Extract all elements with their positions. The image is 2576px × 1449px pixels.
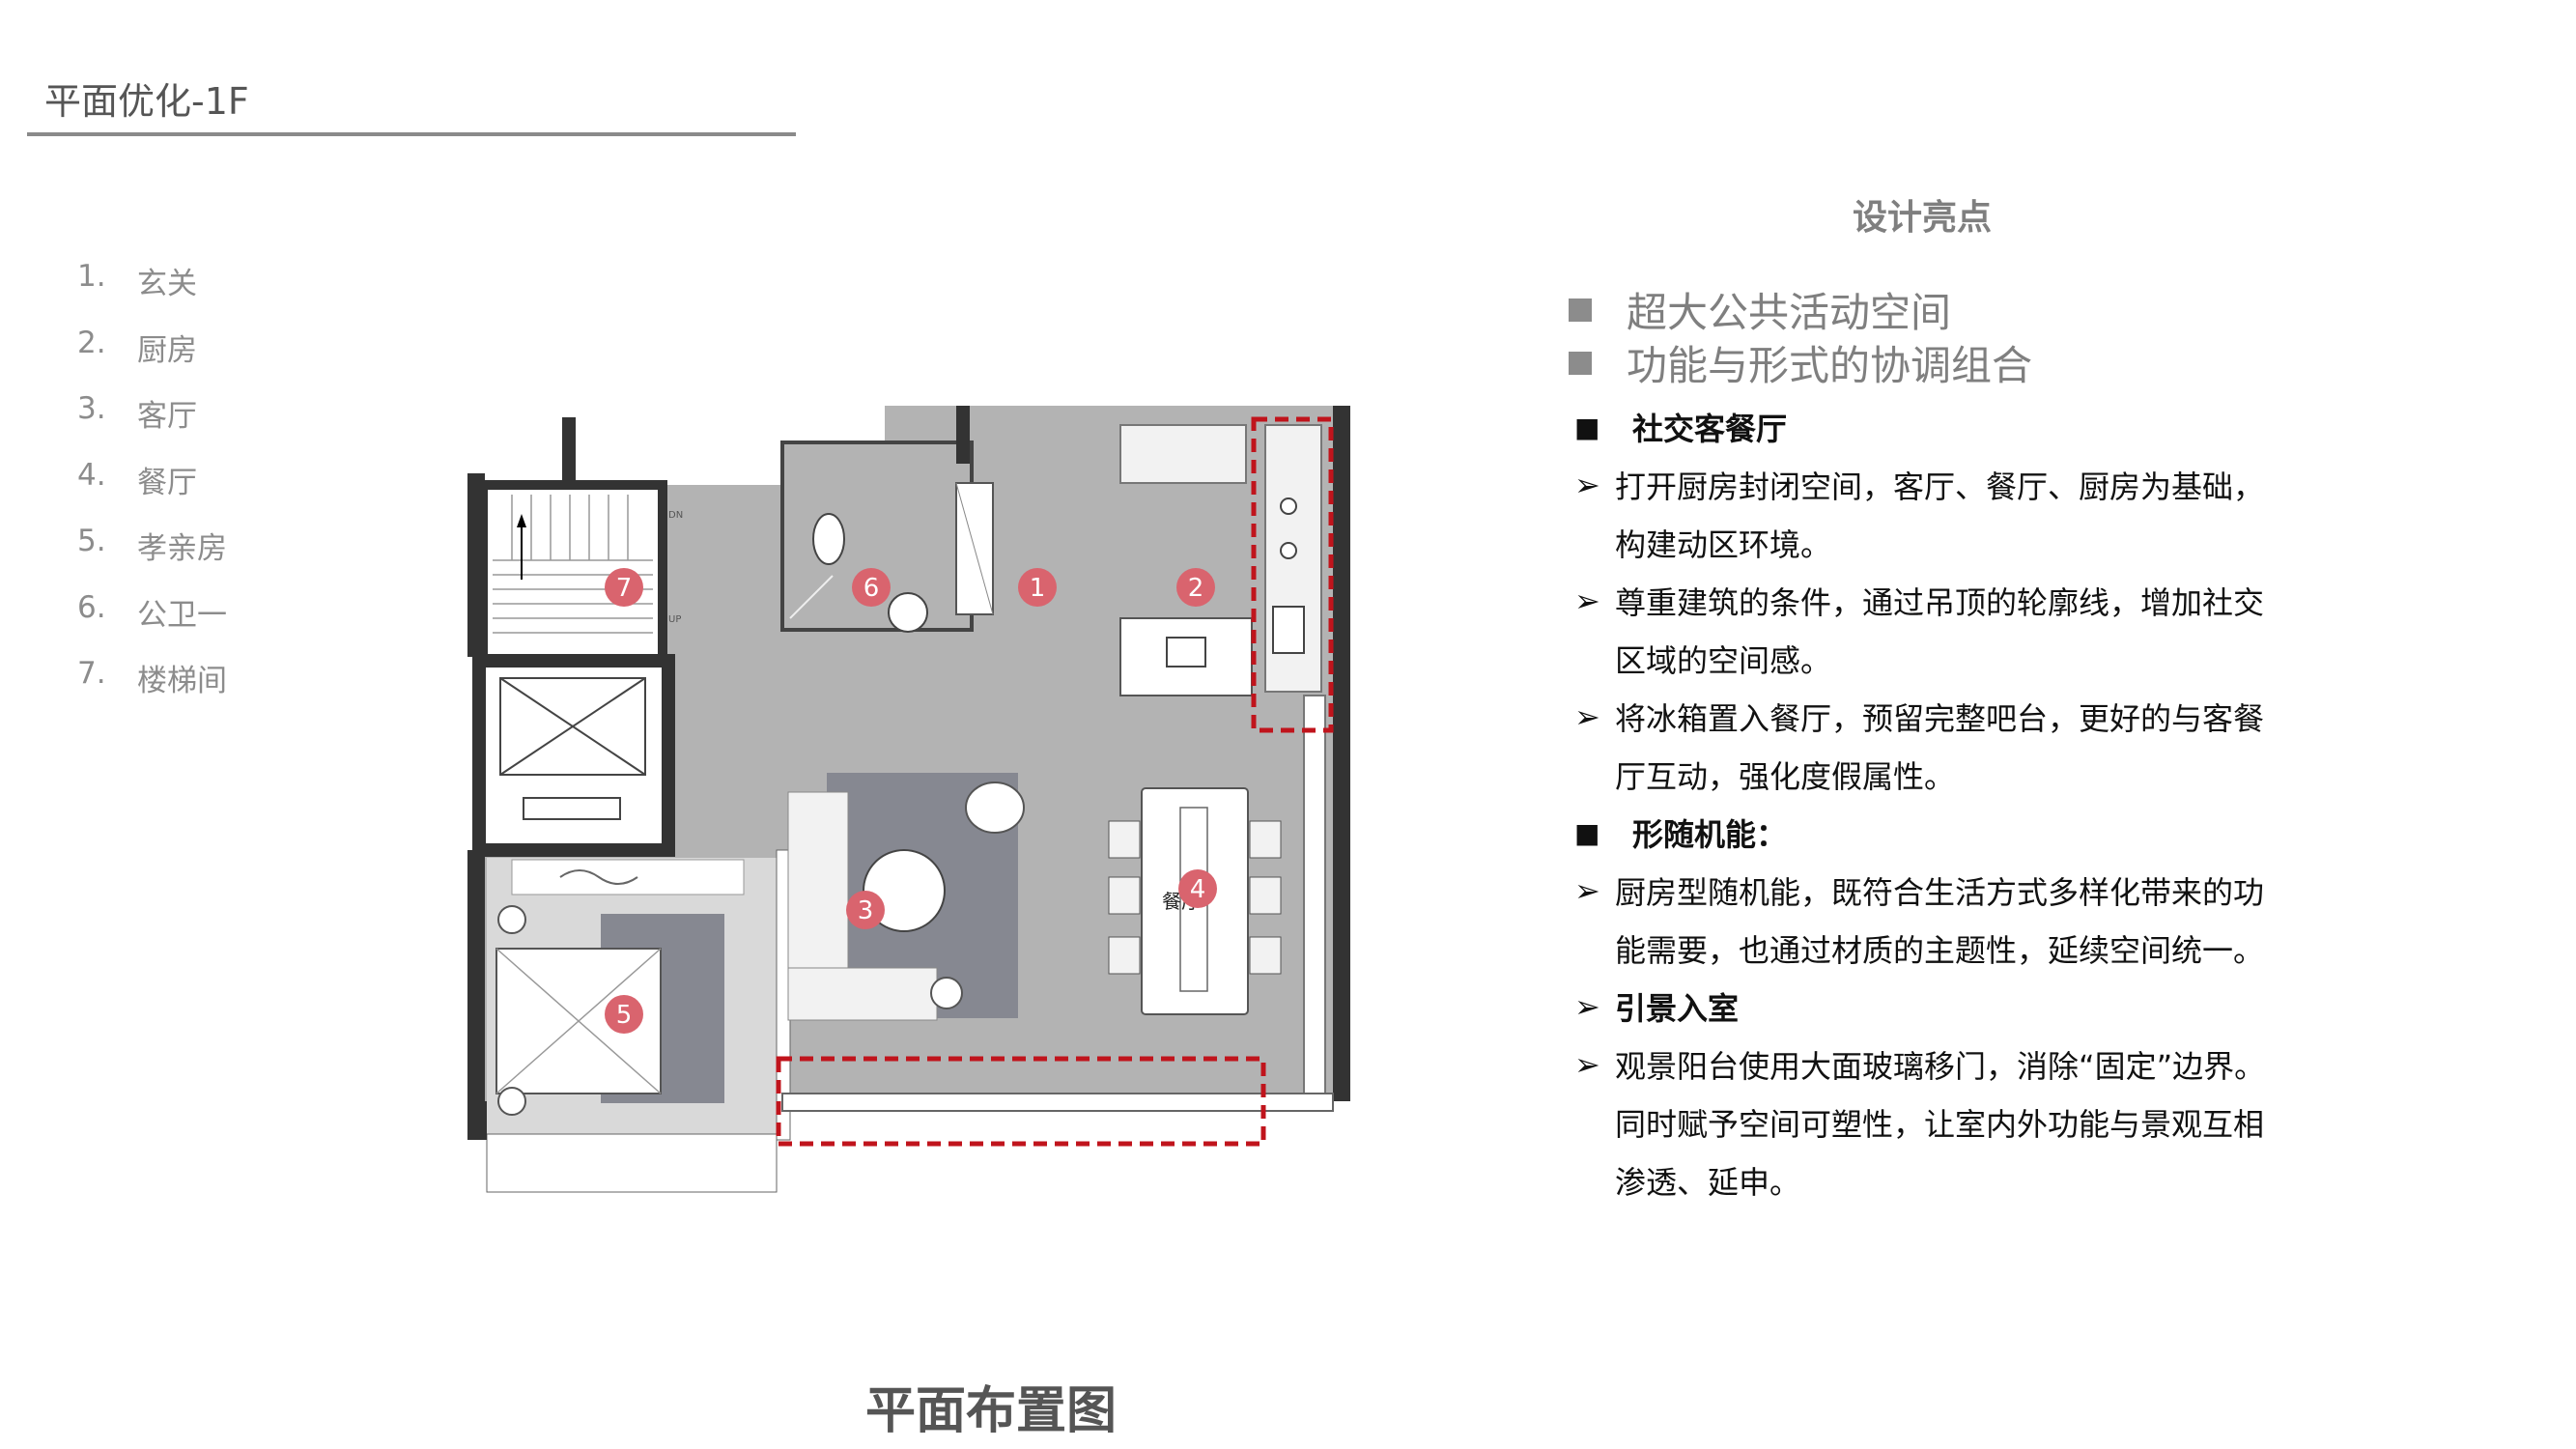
legend-item: 6. 公卫一: [77, 590, 227, 657]
room-marker: 6: [852, 568, 891, 607]
room-marker: 5: [605, 995, 643, 1034]
section-heading: ■社交客餐厅: [1574, 411, 1788, 447]
room-marker: 4: [1178, 869, 1217, 908]
legend-number: 4.: [77, 457, 106, 493]
room-marker: 7: [605, 568, 643, 607]
legend-label: 孝亲房: [137, 531, 227, 566]
legend-item: 3. 客厅: [77, 391, 227, 458]
arrow-bullet-icon: ➢: [1574, 988, 1600, 1025]
room-marker: 2: [1176, 568, 1215, 607]
legend-number: 5.: [77, 524, 106, 558]
legend-label: 厨房: [137, 332, 197, 368]
legend-label: 楼梯间: [137, 664, 227, 698]
room-legend: 1. 玄关 2. 厨房 3. 客厅 4. 餐厅 5. 孝亲房 6. 公卫一 7. 楼梯间: [77, 259, 227, 723]
floor-plan-drawing: DN UP: [467, 406, 1350, 1193]
legend-number: 6.: [77, 589, 106, 625]
living-room: [787, 773, 1025, 1021]
detail-item: ➢厨房型随机能，既符合生活方式多样化带来的功: [1574, 872, 2265, 911]
balcony-highlight: [776, 1056, 1266, 1147]
square-bullet-icon: ■: [1574, 411, 1600, 443]
arrow-bullet-icon: ➢: [1574, 698, 1600, 735]
kitchen-highlight: [1251, 416, 1334, 733]
highlight-bullet: 功能与形式的协调组合: [1569, 333, 2032, 392]
stairwell: DN UP: [478, 480, 683, 669]
legend-item: 2. 厨房: [77, 326, 227, 392]
highlights-title: 设计亮点: [1853, 198, 1993, 238]
room-marker: 1: [1018, 568, 1057, 607]
detail-item-cont: 同时赋予空间可塑性，让室内外功能与景观互相: [1615, 1106, 2265, 1143]
kitchen: [1119, 424, 1326, 1102]
stair-down-label: DN: [668, 510, 683, 521]
detail-item: ➢将冰箱置入餐厅，预留完整吧台，更好的与客餐: [1574, 698, 2265, 737]
detail-item-cont: 区域的空间感。: [1615, 642, 1832, 679]
svg-text:3: 3: [858, 896, 874, 925]
legend-item: 5. 孝亲房: [77, 524, 227, 590]
arrow-bullet-icon: ➢: [1574, 467, 1600, 503]
square-bullet-icon: [1569, 298, 1592, 322]
svg-text:4: 4: [1190, 875, 1206, 904]
section-heading: ➢引景入室: [1574, 988, 1740, 1027]
plan-caption: 平面布置图: [865, 1382, 1118, 1440]
arrow-bullet-icon: ➢: [1574, 1046, 1600, 1083]
svg-text:1: 1: [1030, 574, 1046, 603]
highlights-body: ■社交客餐厅 ➢打开厨房封闭空间，客厅、餐厅、厨房为基础， 构建动区环境。 ➢尊…: [1574, 398, 2444, 1209]
section-heading: ■形随机能：: [1574, 816, 1788, 853]
room-marker: 3: [846, 891, 885, 929]
square-bullet-icon: ■: [1574, 816, 1600, 849]
legend-label: 玄关: [137, 267, 197, 301]
svg-text:5: 5: [616, 1001, 633, 1030]
legend-label: 客厅: [137, 399, 197, 434]
legend-item: 7. 楼梯间: [77, 656, 227, 723]
legend-number: 7.: [77, 656, 106, 691]
detail-item: ➢打开厨房封闭空间，客厅、餐厅、厨房为基础，: [1574, 467, 2265, 505]
svg-text:2: 2: [1188, 574, 1204, 603]
legend-label: 餐厅: [137, 465, 197, 500]
square-bullet-icon: [1569, 351, 1592, 375]
legend-number: 3.: [77, 391, 106, 426]
page-title: 平面优化-1F: [44, 80, 249, 123]
highlight-bullet: 超大公共活动空间: [1569, 280, 1951, 339]
elevator: [472, 654, 675, 857]
legend-item: 4. 餐厅: [77, 458, 227, 525]
legend-item: 1. 玄关: [77, 259, 227, 326]
detail-item: ➢观景阳台使用大面玻璃移门，消除“固定”边界。: [1574, 1046, 2266, 1085]
svg-text:7: 7: [616, 574, 633, 603]
legend-label: 公卫一: [137, 597, 227, 633]
arrow-bullet-icon: ➢: [1574, 872, 1600, 909]
detail-item-cont: 厅互动，强化度假属性。: [1615, 758, 1956, 795]
detail-item-cont: 渗透、延申。: [1615, 1164, 1801, 1201]
detail-item-cont: 能需要，也通过材质的主题性，延续空间统一。: [1615, 932, 2265, 969]
title-divider: [27, 132, 796, 136]
detail-item: ➢尊重建筑的条件，通过吊顶的轮廓线，增加社交: [1574, 582, 2265, 621]
legend-number: 2.: [77, 325, 106, 360]
legend-number: 1.: [77, 259, 106, 294]
stair-up-label: UP: [668, 614, 681, 625]
bedroom: [487, 858, 777, 1134]
detail-item-cont: 构建动区环境。: [1615, 526, 1832, 563]
arrow-bullet-icon: ➢: [1574, 582, 1600, 619]
svg-text:6: 6: [863, 574, 880, 603]
